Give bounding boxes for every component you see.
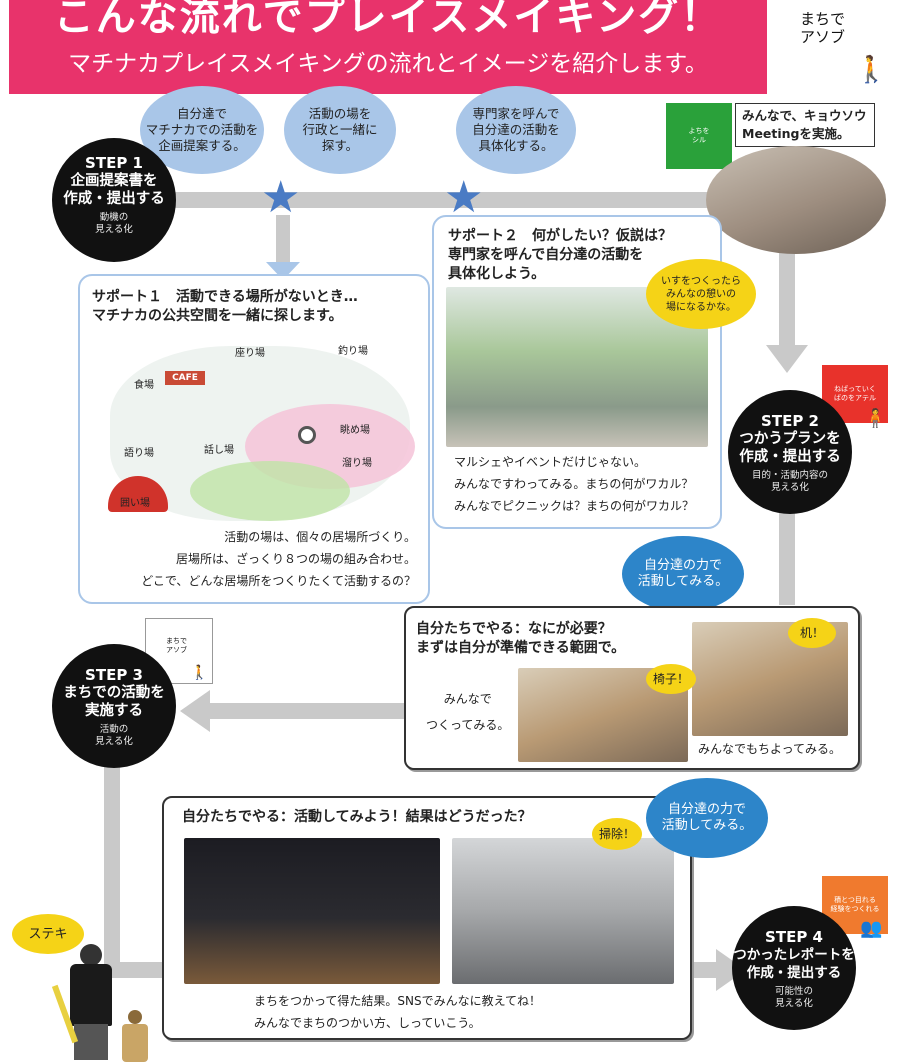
support-1-text: 活動の場は、個々の居場所づくり。 居場所は、ざっくり８つの場の組み合わせ。 どこ… bbox=[141, 526, 416, 592]
support-2-card: サポート２ 何がしたい？仮説は？ 専門家を呼んで自分達の活動を 具体化しよう。 … bbox=[432, 215, 756, 529]
category-tag: まちで アソブ bbox=[166, 637, 187, 654]
do-it-1-title: 自分たちでやる：なにが必要？ まずは自分が準備できる範囲で。 bbox=[416, 621, 626, 656]
step-2-number: STEP 2 bbox=[761, 412, 819, 430]
speech-bubble: 椅子！ bbox=[646, 664, 696, 694]
clock-icon bbox=[298, 426, 316, 444]
step-3-subtitle: 活動の 見える化 bbox=[95, 724, 133, 747]
speech-bubble: 掃除！ bbox=[592, 818, 642, 850]
do-it-2-text: まちをつかって得た結果。SNSでみんなに教えてね！ みんなでまちのつかい方、しっ… bbox=[254, 990, 541, 1034]
speech-bubble: 自分達の力で 活動してみる。 bbox=[622, 536, 744, 612]
do-it-2-line: まちをつかって得た結果。SNSでみんなに教えてね！ bbox=[254, 994, 542, 1008]
do-it-2-line: みんなでまちのつかい方、しっていこう。 bbox=[254, 1016, 481, 1030]
support-2-text: マルシェやイベントだけじゃない。 みんなですわってみる。まちの何がワカル？ みん… bbox=[454, 451, 694, 517]
step-3-title: まちでの活動を 実施する bbox=[63, 685, 165, 719]
speech-bubble: 机！ bbox=[788, 618, 836, 648]
place-label: 座り場 bbox=[235, 348, 265, 359]
people-icon: 👥 bbox=[860, 918, 883, 939]
speech-bubble: 自分達の力で 活動してみる。 bbox=[646, 778, 768, 858]
arrow-left-icon bbox=[180, 690, 210, 732]
do-it-2-card: 自分たちでやる：活動してみよう！結果はどうだった？ 掃除！ まちをつかって得た結… bbox=[162, 796, 692, 1040]
speech-bubble: 専門家を呼んで 自分達の活動を 具体化する。 bbox=[456, 86, 576, 174]
place-label: 食場 bbox=[134, 380, 154, 391]
do-it-1-left-caption: みんなで つくってみる。 bbox=[426, 692, 510, 732]
cleaning-photo bbox=[452, 838, 674, 984]
flow-track-top bbox=[150, 192, 720, 208]
category-tag-box: まちで アソブ 🚶 bbox=[145, 618, 213, 684]
place-label: 眺め場 bbox=[340, 425, 370, 436]
step-2-badge: STEP 2 つかうプランを 作成・提出する 目的・活動内容の 見える化 bbox=[728, 390, 852, 514]
step-4-subtitle: 可能性の 見える化 bbox=[774, 986, 813, 1009]
plaza-green-area bbox=[190, 461, 350, 521]
support-2-line: マルシェやイベントだけじゃない。 bbox=[454, 455, 647, 469]
speech-bubble: いすをつくったら みんなの憩いの 場になるかな。 bbox=[646, 259, 756, 329]
flow-track-mid bbox=[210, 703, 410, 719]
flow-track-left bbox=[104, 765, 120, 970]
support-2-line: みんなでピクニックは？まちの何がワカル？ bbox=[454, 499, 695, 513]
step-3-number: STEP 3 bbox=[85, 666, 143, 684]
support-1-title: サポート１ 活動できる場所がないとき… マチナカの公共空間を一緒に探します。 bbox=[92, 289, 358, 324]
walking-people-icon: 🚶 bbox=[190, 665, 208, 681]
step-4-number: STEP 4 bbox=[765, 928, 823, 946]
step-1-title: 企画提案書を 作成・提出する bbox=[63, 173, 165, 207]
speech-bubble: ステキ bbox=[12, 914, 84, 954]
step-3-badge: STEP 3 まちでの活動を 実施する 活動の 見える化 bbox=[52, 644, 176, 768]
step-1-number: STEP 1 bbox=[85, 154, 143, 172]
flow-track-branch bbox=[276, 215, 290, 265]
person-icon: 🧍 bbox=[864, 408, 887, 429]
flow-track-right-2 bbox=[779, 505, 795, 605]
mascot-illustration bbox=[51, 944, 122, 1062]
step-4-title: つかったレポートを 作成・提出する bbox=[733, 947, 855, 981]
place-label: 話し場 bbox=[204, 445, 234, 456]
support-1-line: どこで、どんな居場所をつくりたくて活動するの？ bbox=[141, 574, 416, 588]
step-1-subtitle: 動機の 見える化 bbox=[95, 212, 133, 235]
star-icon: ★ bbox=[261, 172, 301, 223]
support-1-line: 活動の場は、個々の居場所づくり。 bbox=[224, 530, 416, 544]
step-4-badge: STEP 4 つかったレポートを 作成・提出する 可能性の 見える化 bbox=[732, 906, 856, 1030]
step-2-subtitle: 目的・活動内容の 見える化 bbox=[751, 470, 828, 493]
walking-people-icon: 🚶 bbox=[855, 55, 888, 85]
do-it-2-title: 自分たちでやる：活動してみよう！結果はどうだった？ bbox=[182, 809, 532, 825]
support-1-line: 居場所は、ざっくり８つの場の組み合わせ。 bbox=[175, 552, 416, 566]
category-tag: よちを シル bbox=[666, 103, 732, 169]
do-it-1-card: 自分たちでやる：なにが必要？ まずは自分が準備できる範囲で。 みんなで つくって… bbox=[404, 606, 860, 770]
speech-bubble: 活動の場を 行政と一緒に 探す。 bbox=[284, 86, 396, 174]
place-label: 釣り場 bbox=[338, 346, 368, 357]
support-2-line: みんなですわってみる。まちの何がワカル？ bbox=[454, 477, 694, 491]
star-icon: ★ bbox=[444, 172, 484, 223]
cafe-sign: CAFE bbox=[165, 371, 205, 385]
meeting-caption: みんなで、キョウソウ Meetingを実施。 bbox=[735, 103, 875, 147]
page-subtitle: マチナカプレイスメイキングの流れとイメージを紹介します。 bbox=[68, 51, 708, 77]
do-it-1-right-caption: みんなでもちよってみる。 bbox=[698, 742, 842, 756]
header-banner: こんな流れでプレイスメイキング！ マチナカプレイスメイキングの流れとイメージを紹… bbox=[9, 0, 767, 94]
meeting-photo bbox=[706, 146, 886, 254]
step-1-badge: STEP 1 企画提案書を 作成・提出する 動機の 見える化 bbox=[52, 138, 176, 262]
step-2-title: つかうプランを 作成・提出する bbox=[739, 431, 841, 465]
brand-label: まちで アソブ bbox=[800, 10, 846, 46]
support-1-card: サポート１ 活動できる場所がないとき… マチナカの公共空間を一緒に探します。 C… bbox=[78, 274, 430, 604]
support-2-title: サポート２ 何がしたい？仮説は？ 専門家を呼んで自分達の活動を 具体化しよう。 bbox=[448, 228, 672, 282]
night-event-photo bbox=[184, 838, 440, 984]
speech-bubble: 自分達で マチナカでの活動を 企画提案する。 bbox=[140, 86, 264, 174]
arrow-down-icon bbox=[766, 345, 808, 373]
page-title: こんな流れでプレイスメイキング！ bbox=[53, 0, 723, 40]
place-label: 溜り場 bbox=[342, 458, 372, 469]
place-label: 語り場 bbox=[124, 448, 154, 459]
place-label: 囲い場 bbox=[120, 498, 150, 509]
mascot-companion-illustration bbox=[120, 1010, 150, 1062]
